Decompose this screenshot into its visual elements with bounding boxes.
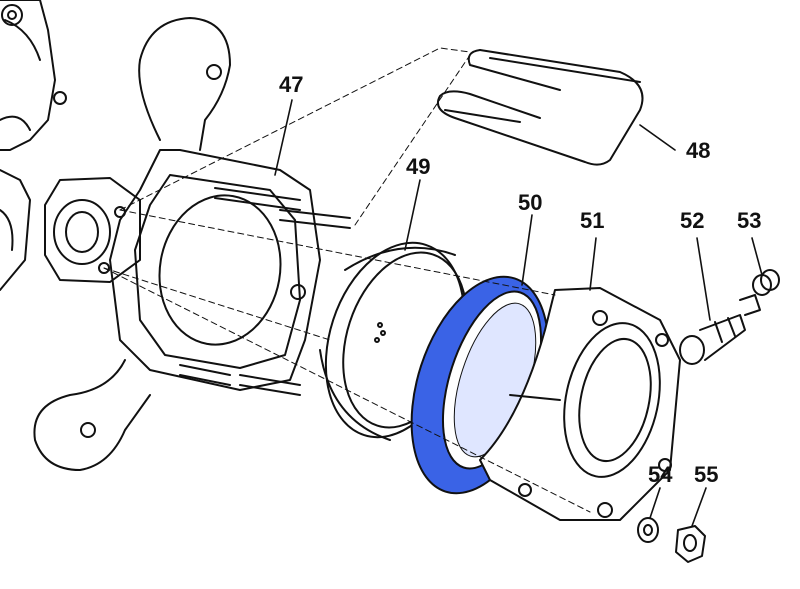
dust-shield-ring (319, 241, 468, 441)
callout-53: 53 (737, 208, 762, 233)
leader-54 (649, 487, 661, 519)
callout-51: 51 (580, 208, 605, 233)
retaining-clip (436, 49, 644, 166)
callout-52: 52 (680, 208, 705, 233)
partial-component-left (0, 0, 67, 291)
callout-49: 49 (406, 154, 431, 179)
callout-54: 54 (648, 462, 673, 487)
leader-52 (696, 237, 711, 321)
bleed-screw (679, 294, 761, 365)
hub-carrier (33, 17, 351, 471)
callout-48: 48 (686, 138, 711, 163)
callout-47: 47 (279, 72, 304, 97)
leader-47 (274, 99, 293, 176)
o-rings (752, 269, 780, 296)
nut (675, 525, 706, 563)
bearing-housing (479, 287, 681, 521)
callout-50: 50 (518, 190, 543, 215)
leader-49 (404, 179, 421, 251)
leader-50 (521, 214, 533, 286)
leader-48 (639, 124, 676, 151)
leader-53 (751, 237, 763, 276)
leader-51 (589, 237, 597, 291)
alignment-lines (103, 47, 591, 513)
leader-lines (274, 99, 763, 527)
callout-55: 55 (694, 462, 719, 487)
washer (637, 517, 659, 543)
leader-55 (691, 487, 707, 527)
